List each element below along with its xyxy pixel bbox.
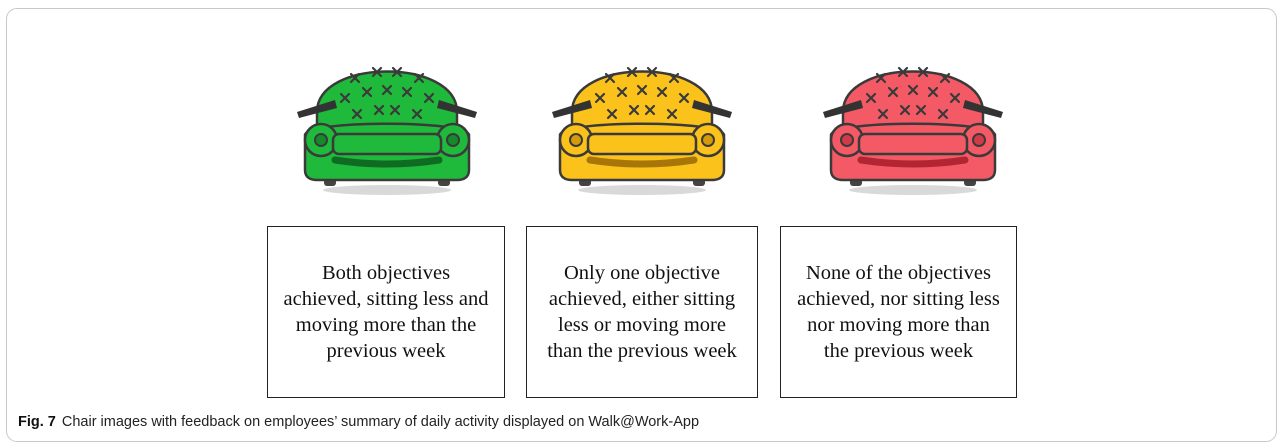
green-chair-image [287, 40, 487, 200]
figure-caption-text: Chair images with feedback on employees’… [61, 414, 700, 430]
figure-caption: Fig. 7 Chair images with feedback on empl… [18, 414, 699, 430]
figure-frame [6, 8, 1277, 442]
feedback-box-one-objective: Only one objective achieved, either sitt… [526, 226, 758, 398]
feedback-box-no-objective: None of the objectives achieved, nor sit… [780, 226, 1017, 398]
feedback-box-both-objectives: Both objectives achieved, sitting less a… [267, 226, 505, 398]
figure-label: Fig. 7 [18, 414, 56, 430]
feedback-text-one: Only one objective achieved, either sitt… [547, 262, 737, 362]
red-chair-image [813, 40, 1013, 200]
feedback-text-both: Both objectives achieved, sitting less a… [283, 262, 489, 362]
feedback-text-none: None of the objectives achieved, nor sit… [797, 262, 1000, 362]
yellow-chair-image [542, 40, 742, 200]
